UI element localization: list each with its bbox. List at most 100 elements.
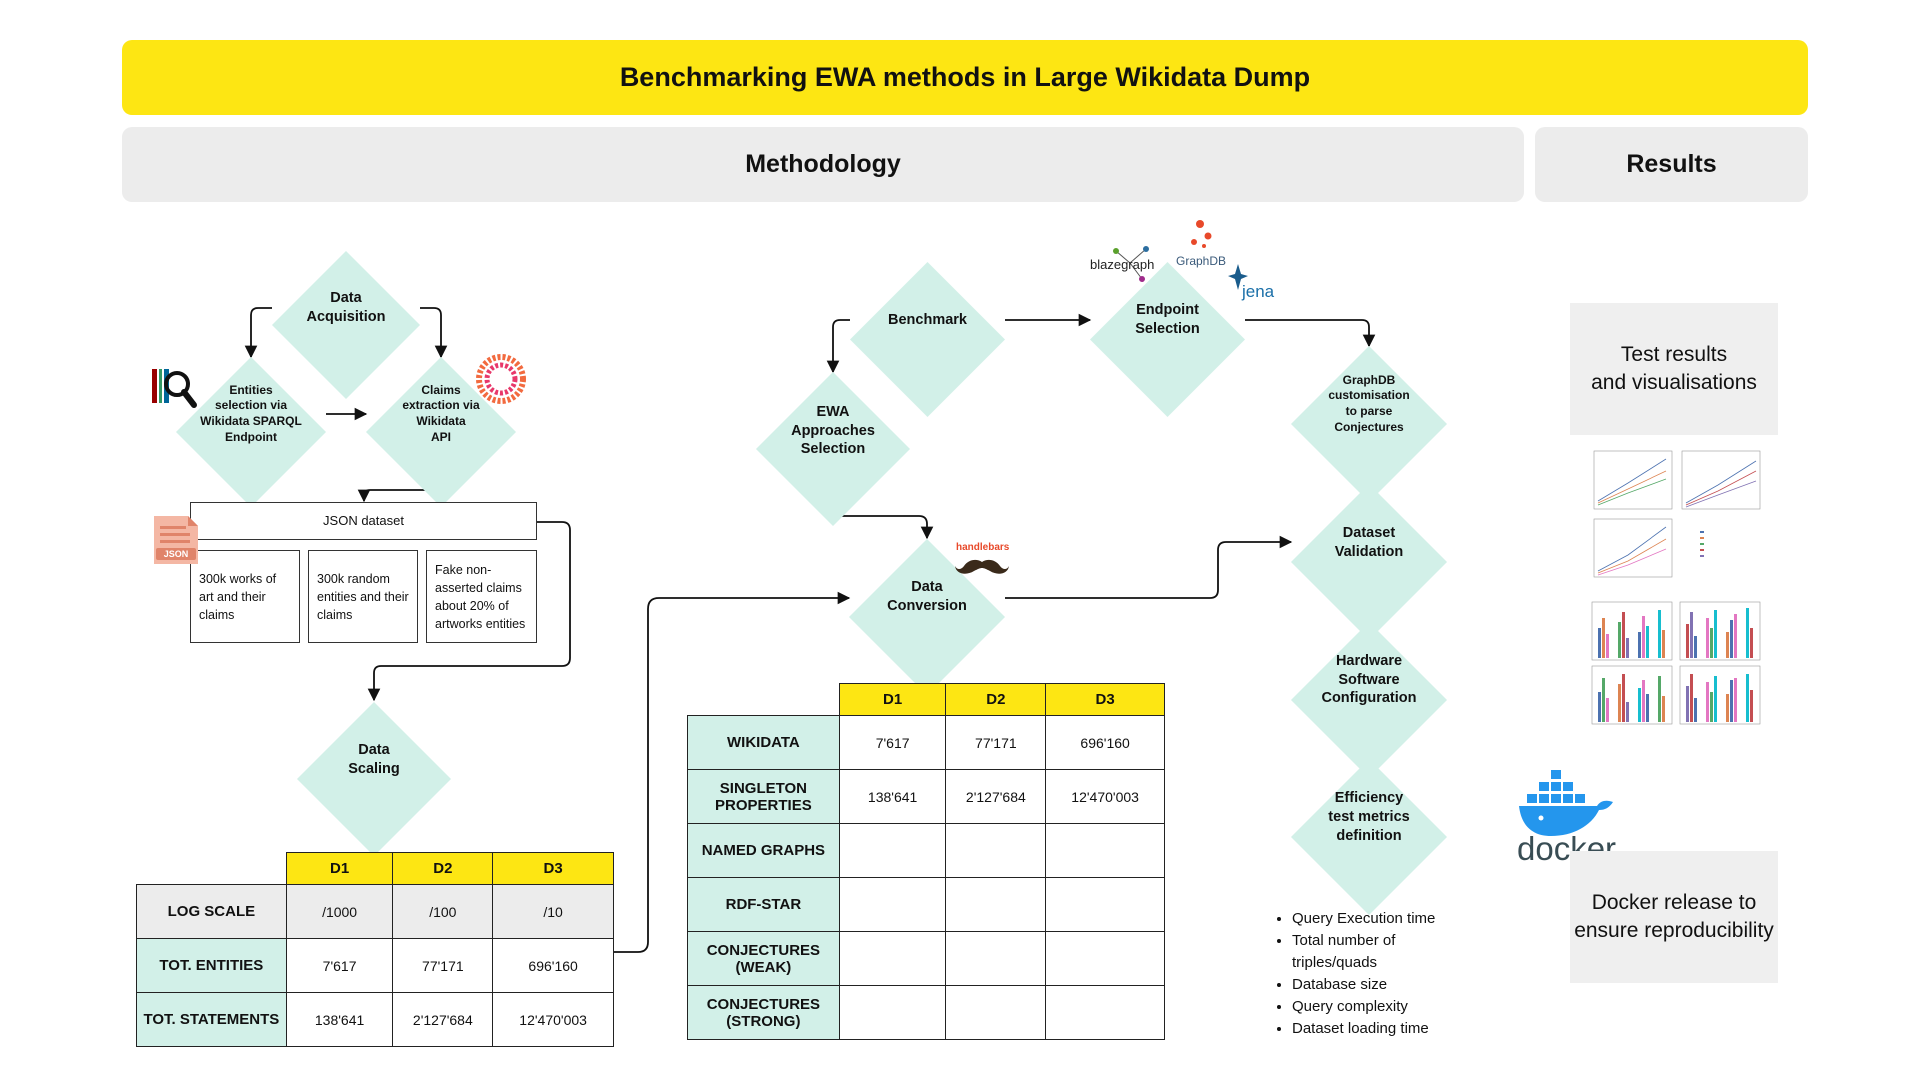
conversion-row-rdf-star: RDF-STAR <box>687 877 1165 932</box>
conversion-cell <box>945 931 1047 986</box>
efficiency-metrics-list: Query Execution time Total number of tri… <box>1274 908 1462 1040</box>
conversion-row-label: CONJECTURES (STRONG) <box>687 985 840 1040</box>
endpoint-selection-node: Endpoint Selection <box>1090 262 1245 417</box>
conversion-row-wikidata: WIKIDATA 7'617 77'171 696'160 <box>687 715 1165 770</box>
scaling-row-tot-statements: TOT. STATEMENTS 138'641 2'127'684 12'470… <box>136 992 614 1047</box>
arrow-conversion-to-validation <box>1005 535 1293 599</box>
handlebars-logo: handlebars <box>952 540 1012 580</box>
page-title: Benchmarking EWA methods in Large Wikida… <box>619 62 1311 92</box>
conversion-cell <box>945 877 1047 932</box>
conversion-row-label: NAMED GRAPHS <box>687 823 840 878</box>
conversion-cell <box>1045 823 1165 878</box>
scaling-col-d3: D3 <box>492 852 614 885</box>
conversion-table: D1 D2 D3 WIKIDATA 7'617 77'171 696'160 S… <box>687 683 1165 1040</box>
wikidata-api-icon <box>475 353 527 405</box>
results-label: Results <box>1626 150 1717 178</box>
claims-extraction-node: Claims extraction via Wikidata API <box>366 357 516 507</box>
claims-extraction-label: Claims extraction via Wikidata API <box>402 382 480 444</box>
conversion-cell <box>1045 985 1165 1040</box>
data-conversion-node: Data Conversion <box>849 539 1005 695</box>
blazegraph-text: blazegraph <box>1090 257 1155 272</box>
json-item-random-entities-label: 300k random entities and their claims <box>317 572 409 623</box>
benchmark-node: Benchmark <box>850 262 1005 417</box>
endpoint-selection-label: Endpoint Selection <box>1135 302 1200 337</box>
metric-item: Total number of triples/quads <box>1292 930 1462 974</box>
json-icon-label: JSON <box>163 549 189 559</box>
conversion-table-corner <box>688 684 840 716</box>
hardware-software-node: Hardware Software Configuration <box>1291 622 1447 778</box>
conversion-cell <box>838 985 947 1040</box>
scaling-cell: 138'641 <box>285 992 394 1047</box>
jena-logo: jena <box>1226 264 1280 304</box>
conversion-col-d2: D2 <box>945 683 1047 716</box>
dataset-validation-node: Dataset Validation <box>1291 484 1447 640</box>
scaling-col-d2: D2 <box>392 852 494 885</box>
metric-item: Dataset loading time <box>1292 1018 1462 1040</box>
arrow-acq-to-claims <box>420 307 448 359</box>
conversion-cell: 2'127'684 <box>945 769 1047 824</box>
conversion-cell <box>945 985 1047 1040</box>
scaling-cell: 7'617 <box>285 938 394 993</box>
dataset-validation-label: Dataset Validation <box>1334 524 1404 560</box>
conversion-row-conjectures-strong: CONJECTURES (STRONG) <box>687 985 1165 1040</box>
conversion-cell <box>1045 931 1165 986</box>
conversion-table-header-row: D1 D2 D3 <box>688 683 1165 716</box>
scaling-row-label: LOG SCALE <box>136 884 287 939</box>
conversion-row-label: CONJECTURES (WEAK) <box>687 931 840 986</box>
conversion-cell <box>838 877 947 932</box>
json-file-icon: JSON <box>148 512 204 568</box>
json-item-artworks: 300k works of art and their claims <box>190 550 300 643</box>
conversion-cell: 7'617 <box>838 715 947 770</box>
conversion-row-singleton: SINGLETON PROPERTIES 138'641 2'127'684 1… <box>687 769 1165 824</box>
graphdb-text: GraphDB <box>1176 254 1227 268</box>
scaling-cell: 696'160 <box>492 938 614 993</box>
conversion-col-d3: D3 <box>1045 683 1165 716</box>
scaling-table-header-row: D1 D2 D3 <box>137 852 614 885</box>
line-charts-thumbnail <box>1588 445 1763 580</box>
data-acquisition-node: Data Acquisition <box>272 251 420 399</box>
conversion-cell: 138'641 <box>838 769 947 824</box>
conversion-cell: 77'171 <box>945 715 1047 770</box>
metric-item: Query Execution time <box>1292 908 1462 930</box>
graphdb-logo: GraphDB <box>1174 218 1230 270</box>
json-item-fake-claims: Fake non-asserted claims about 20% of ar… <box>426 550 537 643</box>
docker-release-box: Docker release to ensure reproducibility <box>1570 851 1778 983</box>
scaling-row-label: TOT. ENTITIES <box>136 938 287 993</box>
scaling-cell: 2'127'684 <box>392 992 494 1047</box>
scaling-cell: /1000 <box>285 884 394 939</box>
conversion-row-label: RDF-STAR <box>687 877 840 932</box>
scaling-cell: 77'171 <box>392 938 494 993</box>
data-scaling-node: Data Scaling <box>297 702 451 856</box>
methodology-header: Methodology <box>122 127 1524 202</box>
ewa-selection-label: EWA Approaches Selection <box>791 403 875 458</box>
graphdb-customisation-label: GraphDB customisation to parse Conjectur… <box>1328 372 1410 434</box>
jena-text: jena <box>1242 282 1275 301</box>
conversion-cell <box>1045 877 1165 932</box>
efficiency-metrics-node: Efficiency test metrics definition <box>1291 759 1447 915</box>
conversion-cell <box>838 823 947 878</box>
scaling-row-log-scale: LOG SCALE /1000 /100 /10 <box>136 884 614 939</box>
metric-item: Query complexity <box>1292 996 1462 1018</box>
json-item-random-entities: 300k random entities and their claims <box>308 550 418 643</box>
arrow-table-to-conversion <box>614 591 851 953</box>
graphdb-customisation-node: GraphDB customisation to parse Conjectur… <box>1291 346 1447 502</box>
arrow-benchmark-to-ewa <box>826 319 850 374</box>
entities-selection-label: Entities selection via Wikidata SPARQL E… <box>200 382 302 444</box>
arrow-json-to-scaling <box>367 521 571 702</box>
conversion-cell <box>838 931 947 986</box>
conversion-row-named-graphs: NAMED GRAPHS <box>687 823 1165 878</box>
json-item-fake-claims-label: Fake non-asserted claims about 20% of ar… <box>435 563 526 632</box>
conversion-col-d1: D1 <box>838 683 947 716</box>
entities-selection-node: Entities selection via Wikidata SPARQL E… <box>176 357 326 507</box>
benchmark-label: Benchmark <box>888 311 967 328</box>
arrow-endpoint-to-graphdb <box>1245 319 1376 348</box>
data-scaling-label: Data Scaling <box>348 742 400 777</box>
scaling-table-corner <box>137 853 287 885</box>
data-acquisition-label: Data Acquisition <box>306 290 386 325</box>
conversion-cell: 12'470'003 <box>1045 769 1165 824</box>
ewa-selection-node: EWA Approaches Selection <box>756 372 910 526</box>
test-results-label: Test results and visualisations <box>1591 342 1757 394</box>
scaling-cell: /10 <box>492 884 614 939</box>
methodology-label: Methodology <box>745 150 901 178</box>
